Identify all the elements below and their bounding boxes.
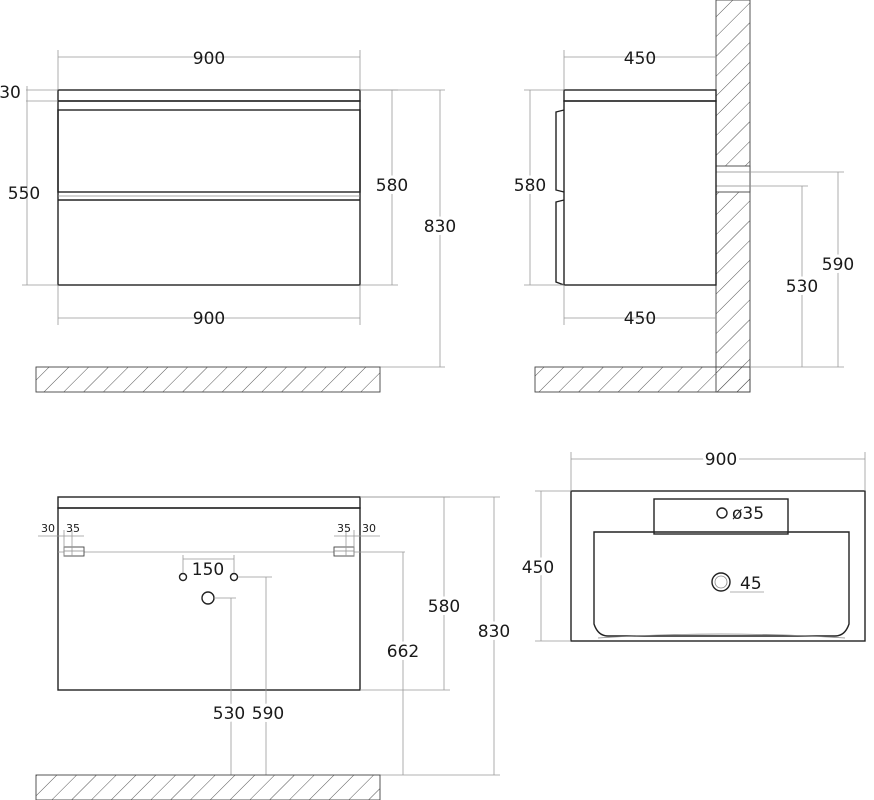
back-pipe-spacing: 150 (192, 560, 224, 580)
back-offset-right-outer: 30 (362, 522, 376, 535)
front-view: 900 900 30 550 580 830 (0, 49, 459, 393)
front-drawer-height: 550 (8, 184, 40, 204)
front-width-bottom: 900 (193, 309, 225, 329)
back-view: 30 35 35 30 150 530 590 580 662 830 (35, 496, 513, 800)
front-countertop (57, 89, 361, 102)
top-depth: 450 (522, 558, 554, 578)
side-floor-hatch (534, 366, 751, 393)
side-wall-hatch (715, 0, 751, 393)
back-bracket-height: 662 (387, 642, 419, 662)
back-floor-hatch (35, 774, 381, 800)
front-width-top: 900 (193, 49, 225, 69)
back-drain-hole (201, 591, 215, 605)
top-width: 900 (705, 450, 737, 470)
back-right-bracket (333, 546, 355, 557)
side-depth-top: 450 (624, 49, 656, 69)
top-view: ø35 45 900 450 (519, 447, 866, 642)
back-pipe-height-upper: 590 (252, 704, 284, 724)
top-bowl (593, 531, 850, 637)
back-body-height: 580 (428, 597, 460, 617)
back-countertop (57, 496, 361, 509)
back-offset-left-outer: 30 (41, 522, 55, 535)
side-mount-height-upper: 590 (822, 255, 854, 275)
back-water-hole-right (229, 572, 239, 582)
back-pipe-height-lower: 530 (213, 704, 245, 724)
top-tap-hole-label: ø35 (732, 504, 764, 524)
side-wall-bracket (715, 165, 751, 193)
side-body-height: 580 (514, 176, 546, 196)
front-countertop-thickness: 30 (0, 83, 21, 103)
side-view: 450 450 580 590 530 (511, 0, 857, 393)
top-drain-hole (711, 572, 731, 592)
front-total-height: 830 (424, 217, 456, 237)
top-basin-outline (570, 490, 866, 642)
front-floor-hatch (35, 366, 381, 393)
side-cabinet-body (563, 100, 717, 286)
side-countertop (563, 89, 717, 102)
back-water-hole-left (178, 572, 188, 582)
side-mount-height-lower: 530 (786, 277, 818, 297)
front-cabinet-body (57, 100, 361, 286)
front-body-height: 580 (376, 176, 408, 196)
side-depth-bottom: 450 (624, 309, 656, 329)
top-tap-hole (716, 507, 728, 519)
front-upper-drawer (57, 109, 361, 193)
top-tap-deck (653, 498, 789, 535)
back-cabinet-body (57, 507, 361, 691)
back-offset-right-inner: 35 (337, 522, 351, 535)
back-offset-left-inner: 35 (66, 522, 80, 535)
back-left-bracket (63, 546, 85, 557)
back-total-height: 830 (478, 622, 510, 642)
top-drain-label: 45 (740, 574, 762, 594)
